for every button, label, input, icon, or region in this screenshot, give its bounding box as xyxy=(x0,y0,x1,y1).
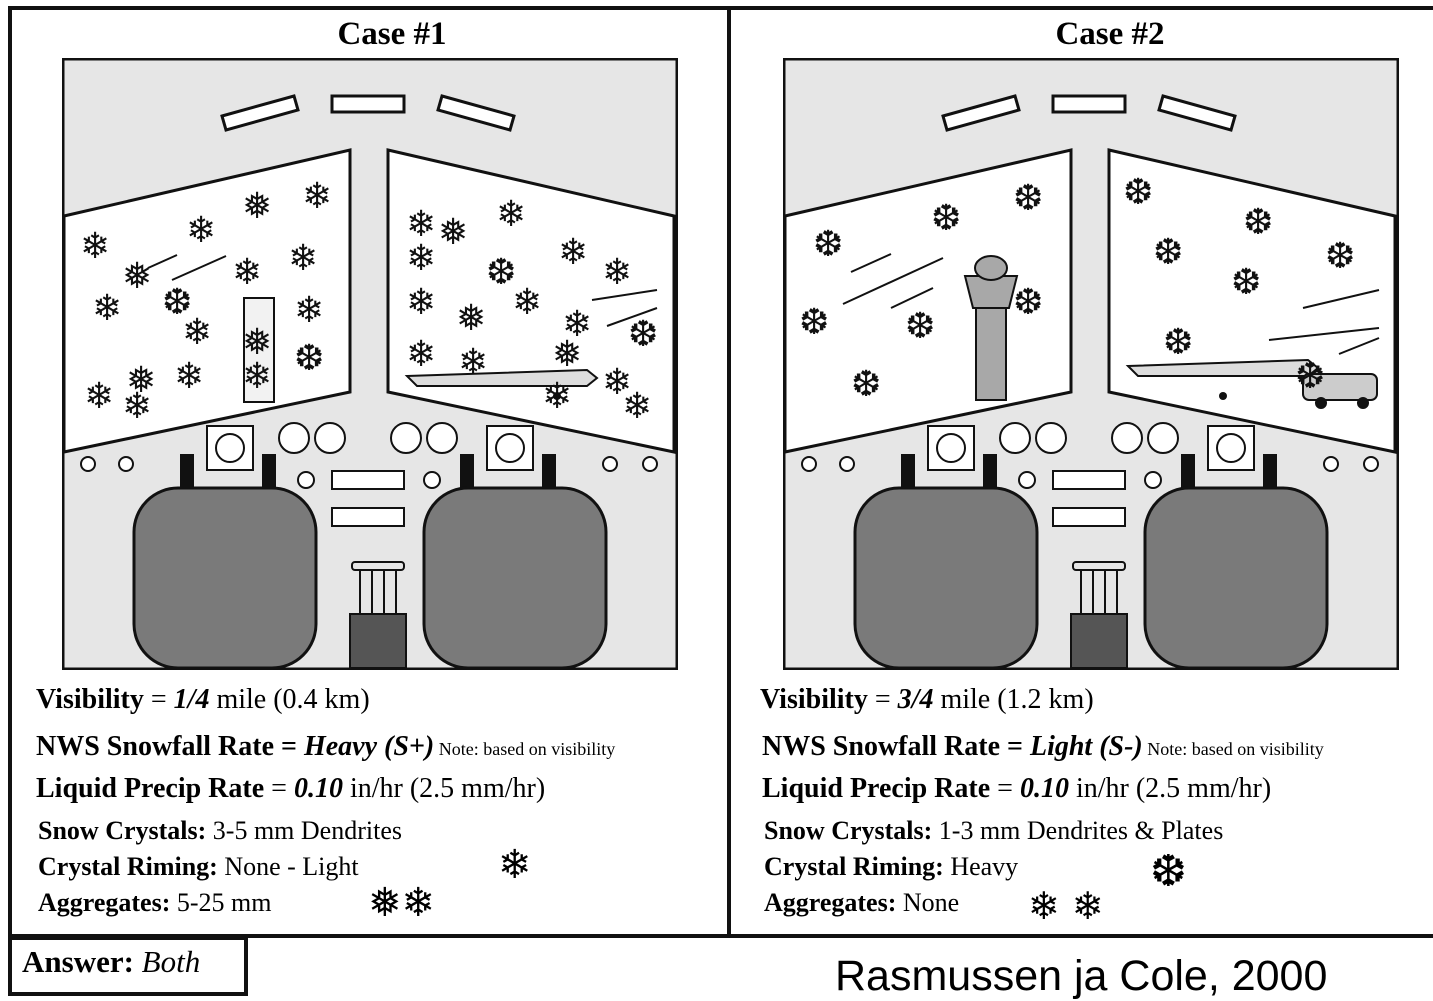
svg-text:❄: ❄ xyxy=(80,226,110,267)
aggregate-icon: ❅❄ xyxy=(368,880,436,926)
svg-text:❅: ❅ xyxy=(438,212,468,253)
svg-text:❄: ❄ xyxy=(294,290,324,331)
svg-text:❅: ❅ xyxy=(242,186,272,227)
svg-text:❄: ❄ xyxy=(288,238,318,279)
svg-text:❄: ❄ xyxy=(232,252,262,293)
svg-text:❅: ❅ xyxy=(242,322,272,363)
svg-text:❄: ❄ xyxy=(458,342,488,383)
svg-text:❄: ❄ xyxy=(406,204,436,245)
svg-text:❆: ❆ xyxy=(486,252,516,293)
case-1-cockpit-illustration: ❄❅❄ ❄❅❄ ❆❄❄ ❄❅❄ ❄❅❄ ❄❆❄ ❄❅❄ ❄❆❄ ❄❄❅ ❄❄❆ … xyxy=(62,58,678,670)
svg-text:❆: ❆ xyxy=(162,282,192,323)
case-2-title: Case #2 xyxy=(1055,16,1165,52)
airplane-silhouette xyxy=(404,368,599,400)
pilot-seat-right xyxy=(422,486,608,670)
case-1-snow-crystals: Snow Crystals: 3-5 mm Dendrites xyxy=(38,816,402,845)
deicing-truck xyxy=(1302,373,1378,409)
svg-text:❄: ❄ xyxy=(182,312,212,353)
svg-text:❄: ❄ xyxy=(558,232,588,273)
svg-text:❄: ❄ xyxy=(542,376,572,417)
svg-text:❆: ❆ xyxy=(905,306,935,347)
answer-box: Answer: Both xyxy=(8,936,248,996)
case-1-visibility: Visibility = 1/4 mile (0.4 km) xyxy=(36,684,370,715)
svg-text:❄: ❄ xyxy=(602,362,632,403)
snowflakes-case-1: ❄❅❄ ❄❅❄ ❆❄❄ ❄❅❄ ❄❅❄ ❄❆❄ ❄❅❄ ❄❆❄ ❄❄❅ ❄❄❆ … xyxy=(80,176,658,427)
case-2-snowfall-rate: NWS Snowfall Rate = Light (S-) Note: bas… xyxy=(762,731,1324,762)
svg-text:❆: ❆ xyxy=(1295,356,1325,397)
svg-text:❆: ❆ xyxy=(1153,232,1183,273)
svg-text:❄: ❄ xyxy=(406,282,436,323)
svg-text:❄: ❄ xyxy=(602,252,632,293)
case-1-aggregates: Aggregates: 5-25 mm xyxy=(38,888,272,917)
control-tower xyxy=(963,255,1019,401)
svg-text:❄: ❄ xyxy=(92,288,122,329)
svg-text:❆: ❆ xyxy=(1243,202,1273,243)
left-windshield xyxy=(62,148,352,454)
svg-text:❅: ❅ xyxy=(126,360,156,401)
case-2-crystal-riming: Crystal Riming: Heavy xyxy=(764,852,1019,881)
case-2-frame xyxy=(727,6,1433,938)
svg-text:❄: ❄ xyxy=(406,334,436,375)
svg-text:❆: ❆ xyxy=(628,314,658,355)
svg-text:❄: ❄ xyxy=(622,386,652,427)
pilot-seat-left xyxy=(132,486,318,670)
case-1-crystal-riming: Crystal Riming: None - Light xyxy=(38,852,359,881)
svg-text:❆: ❆ xyxy=(1123,172,1153,213)
rimed-snowflakes-case-2: ❆❆❆ ❆❆❆ ❆ ❆❆❆ ❆❆❆ ❆ xyxy=(799,172,1355,405)
case-2-aggregates: Aggregates: None xyxy=(764,888,960,917)
svg-text:❄: ❄ xyxy=(242,356,272,397)
svg-text:❆: ❆ xyxy=(1325,236,1355,277)
svg-text:❄: ❄ xyxy=(174,356,204,397)
svg-text:❄: ❄ xyxy=(186,210,216,251)
svg-text:❄: ❄ xyxy=(302,176,332,217)
svg-text:❄: ❄ xyxy=(406,238,436,279)
single-crystals-icon: ❄ ❄ xyxy=(1028,884,1104,928)
svg-text:❆: ❆ xyxy=(1013,178,1043,219)
case-2-cockpit-illustration: ❆❆❆ ❆❆❆ ❆ ❆❆❆ ❆❆❆ ❆ xyxy=(783,58,1399,670)
svg-text:❆: ❆ xyxy=(1013,282,1043,323)
case-2-snow-crystals: Snow Crystals: 1-3 mm Dendrites & Plates xyxy=(764,816,1224,845)
source-credit: Rasmussen ja Cole, 2000 xyxy=(835,952,1328,1000)
svg-text:❄: ❄ xyxy=(562,304,592,345)
svg-text:❆: ❆ xyxy=(799,302,829,343)
dendrite-icon: ❄ xyxy=(498,842,532,888)
svg-text:❄: ❄ xyxy=(512,282,542,323)
case-2-precip-rate: Liquid Precip Rate = 0.10 in/hr (2.5 mm/… xyxy=(762,773,1272,804)
case-1-snowfall-rate: NWS Snowfall Rate = Heavy (S+) Note: bas… xyxy=(36,731,616,762)
airplane-silhouette xyxy=(1125,358,1320,400)
svg-text:❅: ❅ xyxy=(552,334,582,375)
svg-text:❆: ❆ xyxy=(294,338,324,379)
svg-text:❅: ❅ xyxy=(456,298,486,339)
svg-text:❆: ❆ xyxy=(1163,322,1193,363)
svg-text:❆: ❆ xyxy=(931,198,961,239)
svg-text:❆: ❆ xyxy=(813,224,843,265)
svg-text:❄: ❄ xyxy=(122,386,152,427)
case-1-title: Case #1 xyxy=(337,16,447,52)
rimed-crystal-icon: ❆ xyxy=(1150,846,1187,897)
svg-text:❅: ❅ xyxy=(122,256,152,297)
case-2-visibility: Visibility = 3/4 mile (1.2 km) xyxy=(760,684,1094,715)
svg-text:❄: ❄ xyxy=(496,194,526,235)
case-1-precip-rate: Liquid Precip Rate = 0.10 in/hr (2.5 mm/… xyxy=(36,773,546,804)
svg-text:❆: ❆ xyxy=(851,364,881,405)
svg-text:❆: ❆ xyxy=(1231,262,1261,303)
svg-text:❄: ❄ xyxy=(84,376,114,417)
